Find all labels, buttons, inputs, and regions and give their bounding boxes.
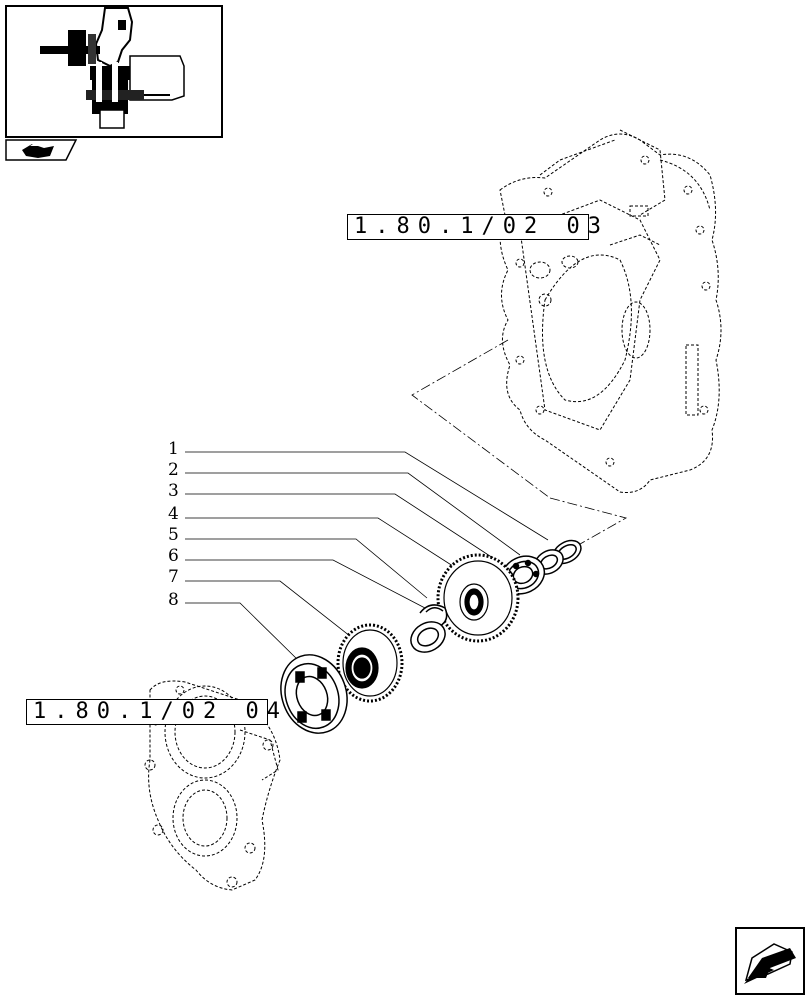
- center-line: [411, 339, 628, 549]
- part-8-roller-bearing: [280, 654, 348, 734]
- cover-plate: [144, 680, 281, 891]
- assembly-thumbnail-icon[interactable]: [5, 5, 223, 138]
- callout-1: 1: [168, 439, 179, 459]
- callout-2: 2: [168, 460, 179, 480]
- reference-lower[interactable]: 1.80.1/02 04: [26, 699, 280, 725]
- callout-8: 8: [168, 590, 179, 610]
- callout-leaders: [185, 451, 549, 663]
- callout-7: 7: [168, 567, 179, 587]
- part-5-snap-ring: [419, 604, 448, 627]
- callout-5: 5: [168, 525, 179, 545]
- part-6-spacer-ring: [410, 621, 446, 653]
- callout-4: 4: [168, 504, 179, 524]
- folder-tab-icon[interactable]: [5, 139, 78, 161]
- part-7-gear: [336, 623, 404, 703]
- part-4-gear: [436, 553, 520, 643]
- transmission-housing: [499, 129, 722, 493]
- callout-6: 6: [168, 546, 179, 566]
- reference-upper[interactable]: 1.80.1/02 03: [347, 214, 601, 240]
- callout-3: 3: [168, 481, 179, 501]
- previous-page-arrow-icon[interactable]: [735, 927, 805, 995]
